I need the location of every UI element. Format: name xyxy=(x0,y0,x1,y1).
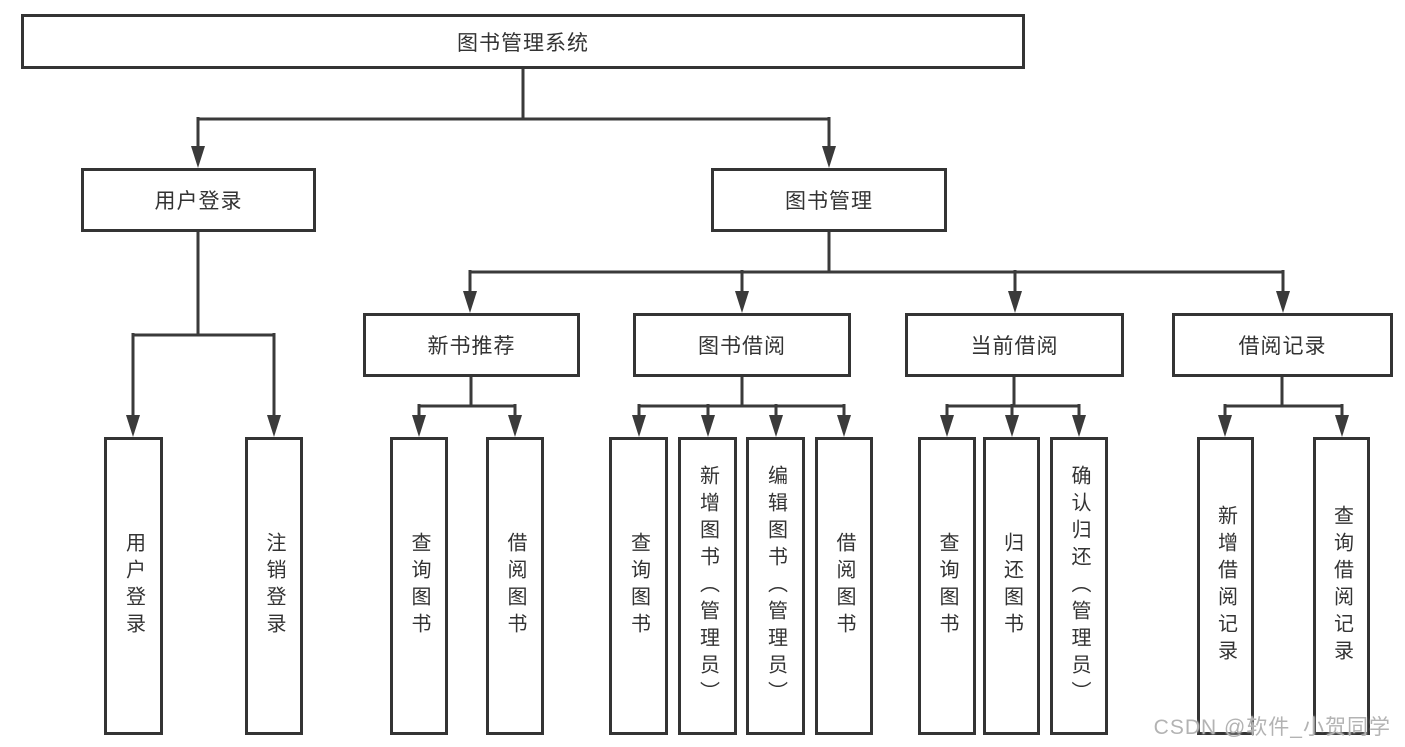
leaf-confirm-return-admin: 确认归还（管理员） xyxy=(1050,437,1108,735)
leaf-query-books-borrowing-label: 查询图书 xyxy=(627,532,650,640)
leaf-query-borrow-record-label: 查询借阅记录 xyxy=(1330,505,1353,667)
node-book-borrowing-label: 图书借阅 xyxy=(698,335,786,358)
leaf-return-books-label: 归还图书 xyxy=(1000,532,1023,640)
node-book-management-label: 图书管理 xyxy=(785,190,873,213)
node-new-book-recommend-label: 新书推荐 xyxy=(427,335,516,358)
leaf-query-books-current: 查询图书 xyxy=(918,437,976,735)
node-root-system: 图书管理系统 xyxy=(21,14,1025,69)
leaf-query-books-recommend: 查询图书 xyxy=(390,437,448,735)
leaf-borrow-books-recommend: 借阅图书 xyxy=(486,437,544,735)
node-user-login-label: 用户登录 xyxy=(154,190,243,213)
node-current-borrowing: 当前借阅 xyxy=(905,313,1124,377)
leaf-return-books: 归还图书 xyxy=(983,437,1040,735)
leaf-user-login-label: 用户登录 xyxy=(122,532,145,640)
leaf-query-books-borrowing: 查询图书 xyxy=(609,437,668,735)
leaf-logout: 注销登录 xyxy=(245,437,303,735)
leaf-borrow-books-recommend-label: 借阅图书 xyxy=(504,532,526,640)
leaf-add-books-admin-label: 新增图书（管理员） xyxy=(696,464,719,708)
leaf-borrow-books-borrowing: 借阅图书 xyxy=(815,437,873,735)
leaf-add-books-admin: 新增图书（管理员） xyxy=(678,437,737,735)
node-root-label: 图书管理系统 xyxy=(457,31,589,55)
leaf-add-borrow-record: 新增借阅记录 xyxy=(1197,437,1254,735)
leaf-logout-label: 注销登录 xyxy=(263,532,285,640)
node-borrow-records-label: 借阅记录 xyxy=(1238,335,1327,358)
leaf-edit-books-admin-label: 编辑图书（管理员） xyxy=(764,464,787,708)
leaf-query-books-current-label: 查询图书 xyxy=(936,532,958,640)
node-borrow-records: 借阅记录 xyxy=(1172,313,1393,377)
node-user-login: 用户登录 xyxy=(81,168,316,232)
leaf-query-books-recommend-label: 查询图书 xyxy=(408,532,430,640)
leaf-edit-books-admin: 编辑图书（管理员） xyxy=(746,437,805,735)
leaf-confirm-return-admin-label: 确认归还（管理员） xyxy=(1068,464,1090,708)
leaf-query-borrow-record: 查询借阅记录 xyxy=(1313,437,1370,735)
node-current-borrowing-label: 当前借阅 xyxy=(970,335,1059,358)
leaf-add-borrow-record-label: 新增借阅记录 xyxy=(1214,505,1237,667)
leaf-borrow-books-borrowing-label: 借阅图书 xyxy=(833,532,855,640)
leaf-user-login: 用户登录 xyxy=(104,437,163,735)
node-book-borrowing: 图书借阅 xyxy=(633,313,851,377)
node-book-management: 图书管理 xyxy=(711,168,947,232)
node-new-book-recommend: 新书推荐 xyxy=(363,313,580,377)
